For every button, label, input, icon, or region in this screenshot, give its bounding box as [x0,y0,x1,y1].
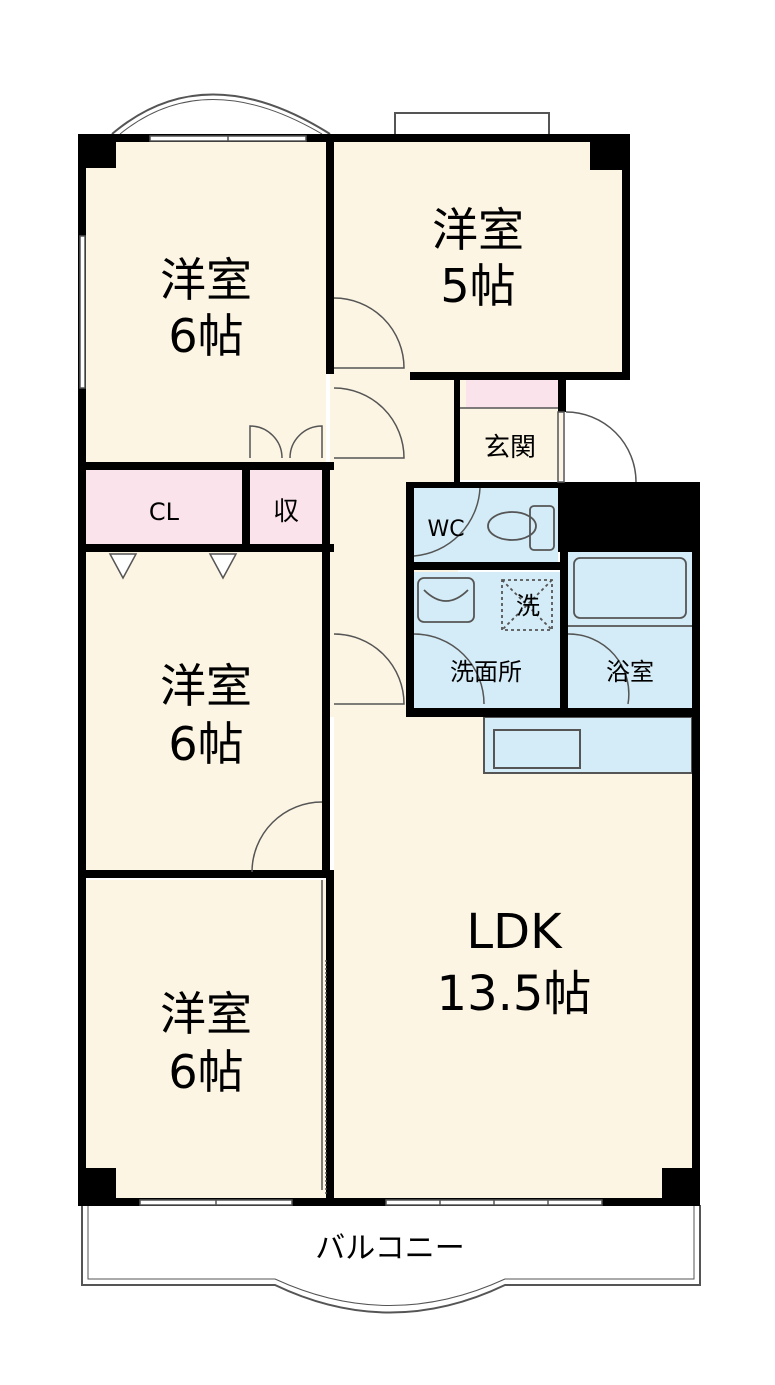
fixtures [417,505,692,631]
room-ldk-name: LDK [466,904,563,960]
room-west-bottom-size: 6帖 [168,1045,243,1099]
entrance-step [466,380,558,408]
balcony-outline [81,1205,701,1314]
toilet-label: WC [427,517,464,542]
closet-label: CL [149,498,180,526]
kitchen-counter [483,716,693,774]
bathtub-icon [573,557,687,619]
washroom-label: 洗面所 [450,658,522,686]
closet-area [86,470,242,546]
doors [249,297,637,1196]
washer-icon [501,579,553,631]
room-west-top [86,142,326,464]
sink-icon [417,577,475,623]
room-west-bottom [86,880,326,1198]
room-north-east [334,142,622,372]
room-west-bottom-name: 洋室 [160,987,252,1041]
window-top-right [394,112,550,136]
bay-window-top [111,93,331,135]
toilet-icon [529,505,555,551]
washer-label: 洗 [516,592,540,620]
entrance-label: 玄関 [484,433,536,463]
room-west-middle-size: 6帖 [168,717,243,771]
storage-label: 収 [273,497,299,527]
room-ldk [334,717,694,1198]
storage-area [250,470,322,546]
room-west-top-size: 6帖 [168,309,243,363]
balcony-label: バルコニー [315,1231,464,1266]
room-west-middle [86,552,326,870]
room-north-east-name: 洋室 [432,203,524,257]
room-north-east-size: 5帖 [440,259,515,313]
bath-area [568,552,692,708]
room-west-middle-name: 洋室 [160,659,252,713]
bath-label: 浴室 [606,658,654,686]
room-west-top-name: 洋室 [160,253,252,307]
room-ldk-size: 13.5帖 [437,966,592,1022]
